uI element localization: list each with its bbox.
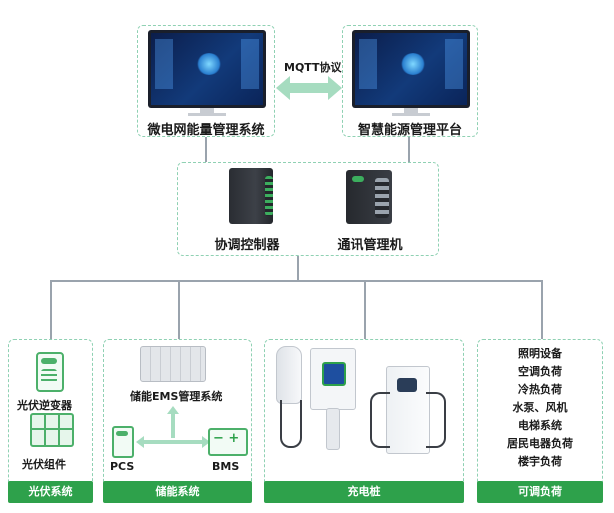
platform-label: 智慧能源管理平台: [357, 123, 462, 138]
wall-charger-cable: [280, 400, 302, 448]
pv-bar: 光伏系统: [8, 481, 93, 503]
pv-module-label: 光伏组件: [22, 458, 66, 471]
load-item: 空调负荷: [518, 365, 562, 378]
battery-terminals-icon: − +: [213, 431, 240, 446]
wall-charger-icon: [276, 346, 302, 404]
load-item: 冷热负荷: [518, 383, 562, 396]
dc-charger-screen: [397, 378, 417, 392]
controller-panel: [177, 162, 439, 256]
storage-bar: 储能系统: [103, 481, 252, 503]
connector-bus: [50, 280, 542, 282]
connector-trunk: [297, 256, 299, 280]
ems-label: 微电网能量管理系统: [147, 123, 265, 138]
storage-ems-label: 储能EMS管理系统: [130, 390, 223, 403]
controller-side-ports: [265, 176, 273, 216]
pv-module-icon: [30, 413, 74, 447]
load-item: 居民电器负荷: [507, 437, 573, 450]
pcs-label: PCS: [110, 460, 135, 473]
ems-monitor: [148, 30, 266, 108]
comm-manager-logo: [352, 176, 364, 182]
connector-charger: [364, 280, 366, 340]
bms-label: BMS: [212, 460, 240, 473]
connector-right-vertical: [408, 137, 410, 162]
dc-charger-cable-right: [426, 392, 446, 448]
comm-manager-label: 通讯管理机: [337, 238, 403, 253]
dc-charger-cable: [370, 392, 390, 448]
connector-pv: [50, 280, 52, 340]
comm-manager-ports: [375, 178, 389, 218]
load-item: 电梯系统: [518, 419, 562, 432]
platform-monitor-stand: [404, 108, 418, 114]
inverter-icon-screen: [41, 358, 57, 364]
charger-bar: 充电桩: [264, 481, 464, 503]
load-item: 水泵、风机: [512, 401, 568, 414]
inverter-label: 光伏逆变器: [17, 399, 72, 412]
platform-monitor: [352, 30, 470, 108]
controller-label: 协调控制器: [214, 238, 280, 253]
pedestal-charger-post: [326, 408, 340, 450]
pcs-icon-screen: [116, 431, 128, 436]
storage-container-icon: [140, 346, 206, 382]
load-bar: 可调负荷: [477, 481, 603, 503]
storage-arrows-icon: [136, 406, 210, 448]
inverter-icon-lines: [41, 369, 57, 383]
platform-monitor-base: [392, 113, 430, 116]
mqtt-arrow: [276, 76, 342, 100]
connector-storage: [178, 280, 180, 340]
ems-monitor-base: [188, 113, 226, 116]
connector-load: [541, 280, 543, 340]
ems-monitor-stand: [200, 108, 214, 114]
connector-left-vertical: [205, 137, 207, 162]
bms-battery-icon: [208, 428, 248, 456]
load-panel: [477, 339, 603, 503]
load-item: 楼宇负荷: [518, 455, 562, 468]
pedestal-charger-screen: [322, 362, 346, 386]
dc-charger-icon: [386, 366, 430, 454]
mqtt-label: MQTT协议: [284, 61, 342, 74]
load-item: 照明设备: [518, 347, 562, 360]
